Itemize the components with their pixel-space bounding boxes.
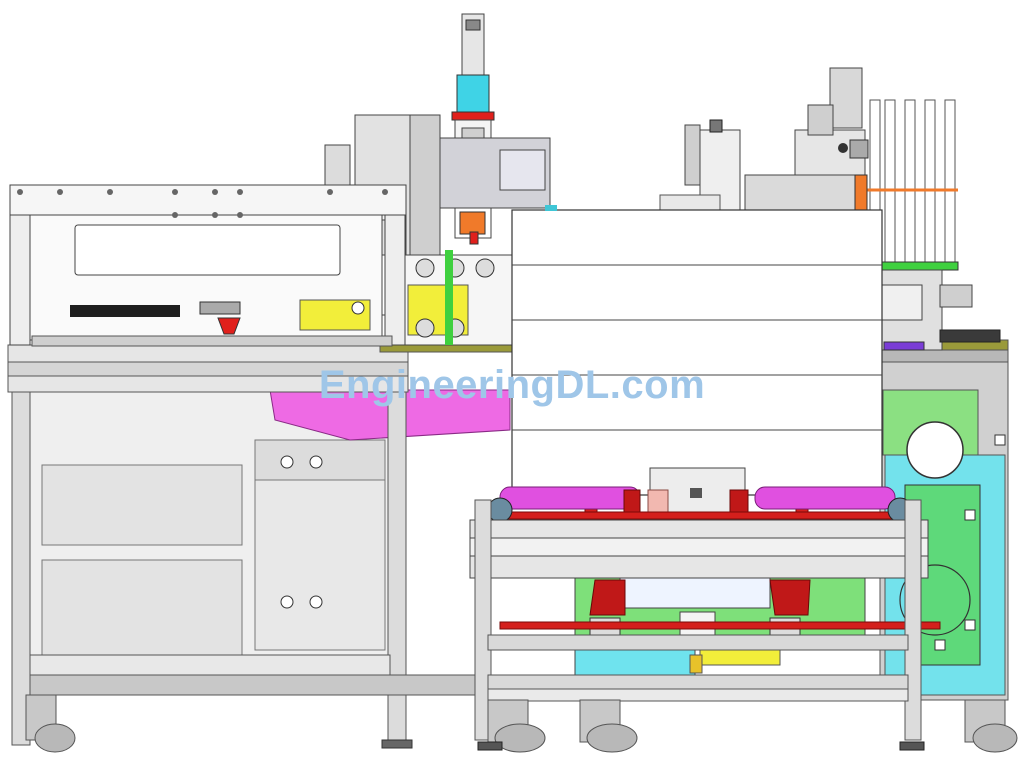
watermark-text: EngineeringDL.com xyxy=(319,363,705,407)
top-cylinder-assembly xyxy=(324,13,551,256)
leveling-feet xyxy=(477,699,1018,753)
left-station-frame xyxy=(7,184,521,753)
center-lower-base xyxy=(499,574,941,681)
right-upper-mechanism xyxy=(659,67,1001,351)
center-chain-area xyxy=(404,250,516,346)
center-table-frame xyxy=(469,499,929,741)
center-cover-box xyxy=(511,205,883,496)
